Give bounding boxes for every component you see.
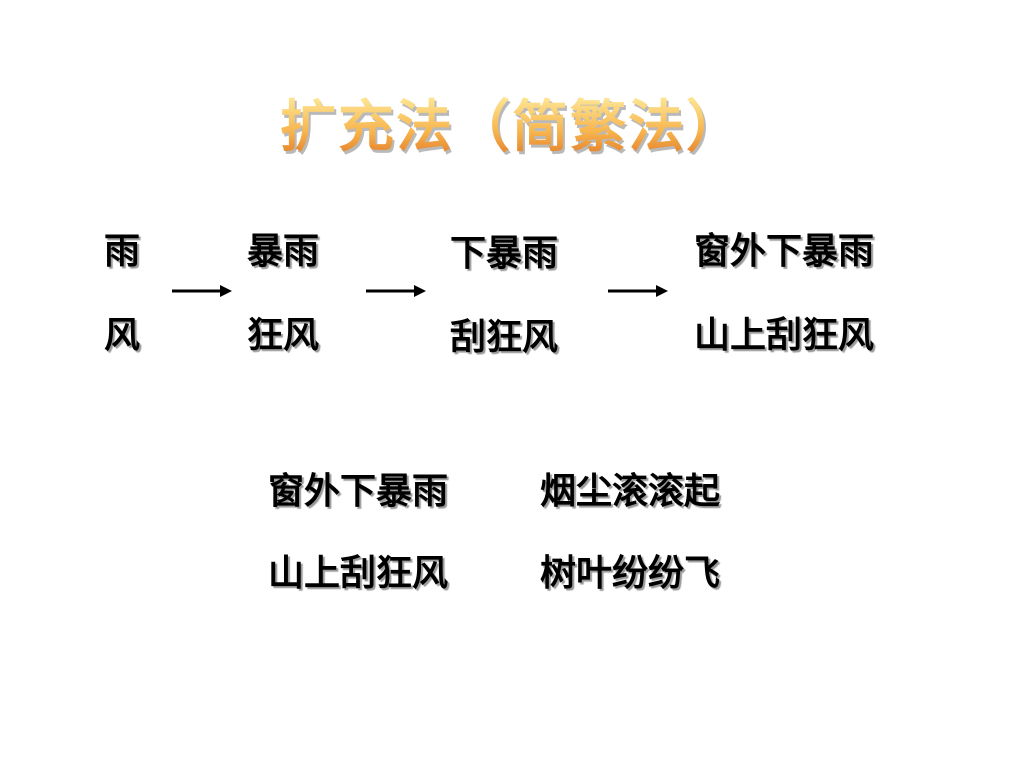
step-2-line-2: 狂风 [247,315,320,356]
step-3-line-1: 下暴雨 [450,233,559,274]
right-arrow-icon [172,284,232,298]
slide-title: 扩充法（简繁法） [0,88,1024,168]
step-1-line-1: 雨 [104,231,141,272]
right-arrow-icon [608,284,668,298]
step-3-line-2: 刮狂风 [450,317,559,358]
right-arrow-icon [366,284,426,298]
step-1-line-2: 风 [104,315,141,356]
step-2-line-1: 暴雨 [247,231,320,272]
sentence-line-2-part-2: 树叶纷纷飞 [540,553,721,594]
sentence-line-2-part-1: 山上刮狂风 [268,553,449,594]
step-4-line-2: 山上刮狂风 [694,315,875,356]
sentence-line-1-part-2: 烟尘滚滚起 [540,471,721,512]
sentence-line-1-part-1: 窗外下暴雨 [268,471,449,512]
step-4-line-1: 窗外下暴雨 [694,231,875,272]
